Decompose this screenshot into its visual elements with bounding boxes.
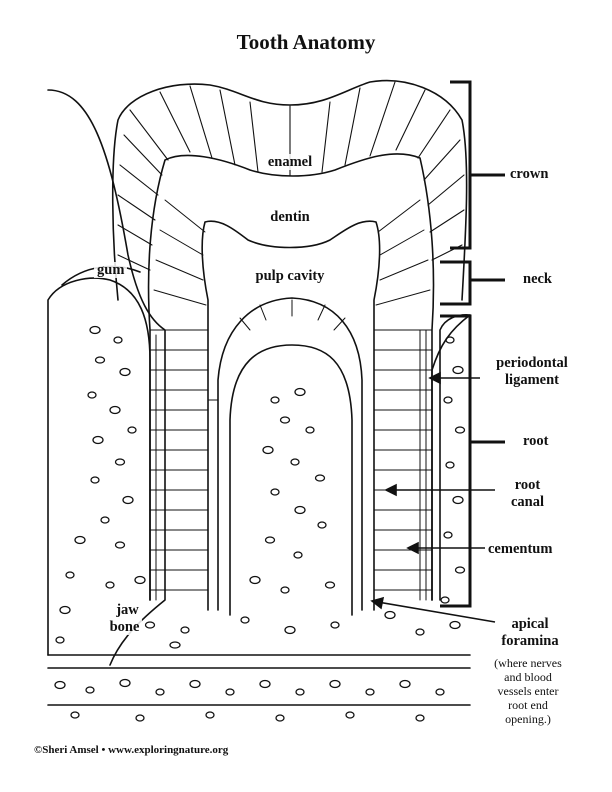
label-root: root (523, 433, 549, 449)
apical-foramina-note: (where nerves and blood vessels enter ro… (494, 656, 562, 726)
bone-pores (54, 325, 466, 722)
arrowhead (406, 541, 419, 555)
label-dentin: dentin (250, 209, 330, 226)
neck-bracket (440, 260, 472, 306)
arrowhead (384, 483, 397, 497)
inter-root-bone (229, 344, 353, 616)
crown-bracket (450, 80, 472, 250)
bone-right-outline (439, 314, 471, 601)
label-pulp-cavity: pulp cavity (230, 268, 350, 285)
label-jaw-bone: jaw bone (96, 602, 156, 636)
periodontal-ligament-lines (155, 329, 427, 601)
arrowhead (370, 596, 385, 610)
label-enamel: enamel (250, 154, 330, 171)
gum-left-outline (47, 89, 166, 666)
root-canal-left (217, 297, 363, 611)
arrow-apical-foramina (377, 601, 496, 623)
credit-line: ©Sheri Amsel • www.exploringnature.org (34, 744, 229, 756)
label-root-canal: root canal (510, 477, 545, 510)
arrowhead (428, 371, 441, 385)
gum-right-outline (431, 314, 471, 601)
label-periodontal-ligament: periodontal ligament (496, 355, 568, 388)
dentin-outline (147, 153, 435, 601)
enamel-outline (111, 79, 468, 301)
pulp-chamber-outline (201, 220, 381, 611)
root-bracket (440, 314, 472, 608)
bone-left-outline (47, 277, 151, 656)
page-title: Tooth Anatomy (236, 30, 376, 54)
label-cementum: cementum (488, 541, 553, 557)
label-apical-foramina: apical foramina (501, 616, 559, 649)
dentin-tubules (149, 199, 433, 591)
label-neck: neck (523, 271, 552, 287)
label-crown: crown (510, 166, 549, 182)
label-gum: gum (94, 262, 128, 279)
